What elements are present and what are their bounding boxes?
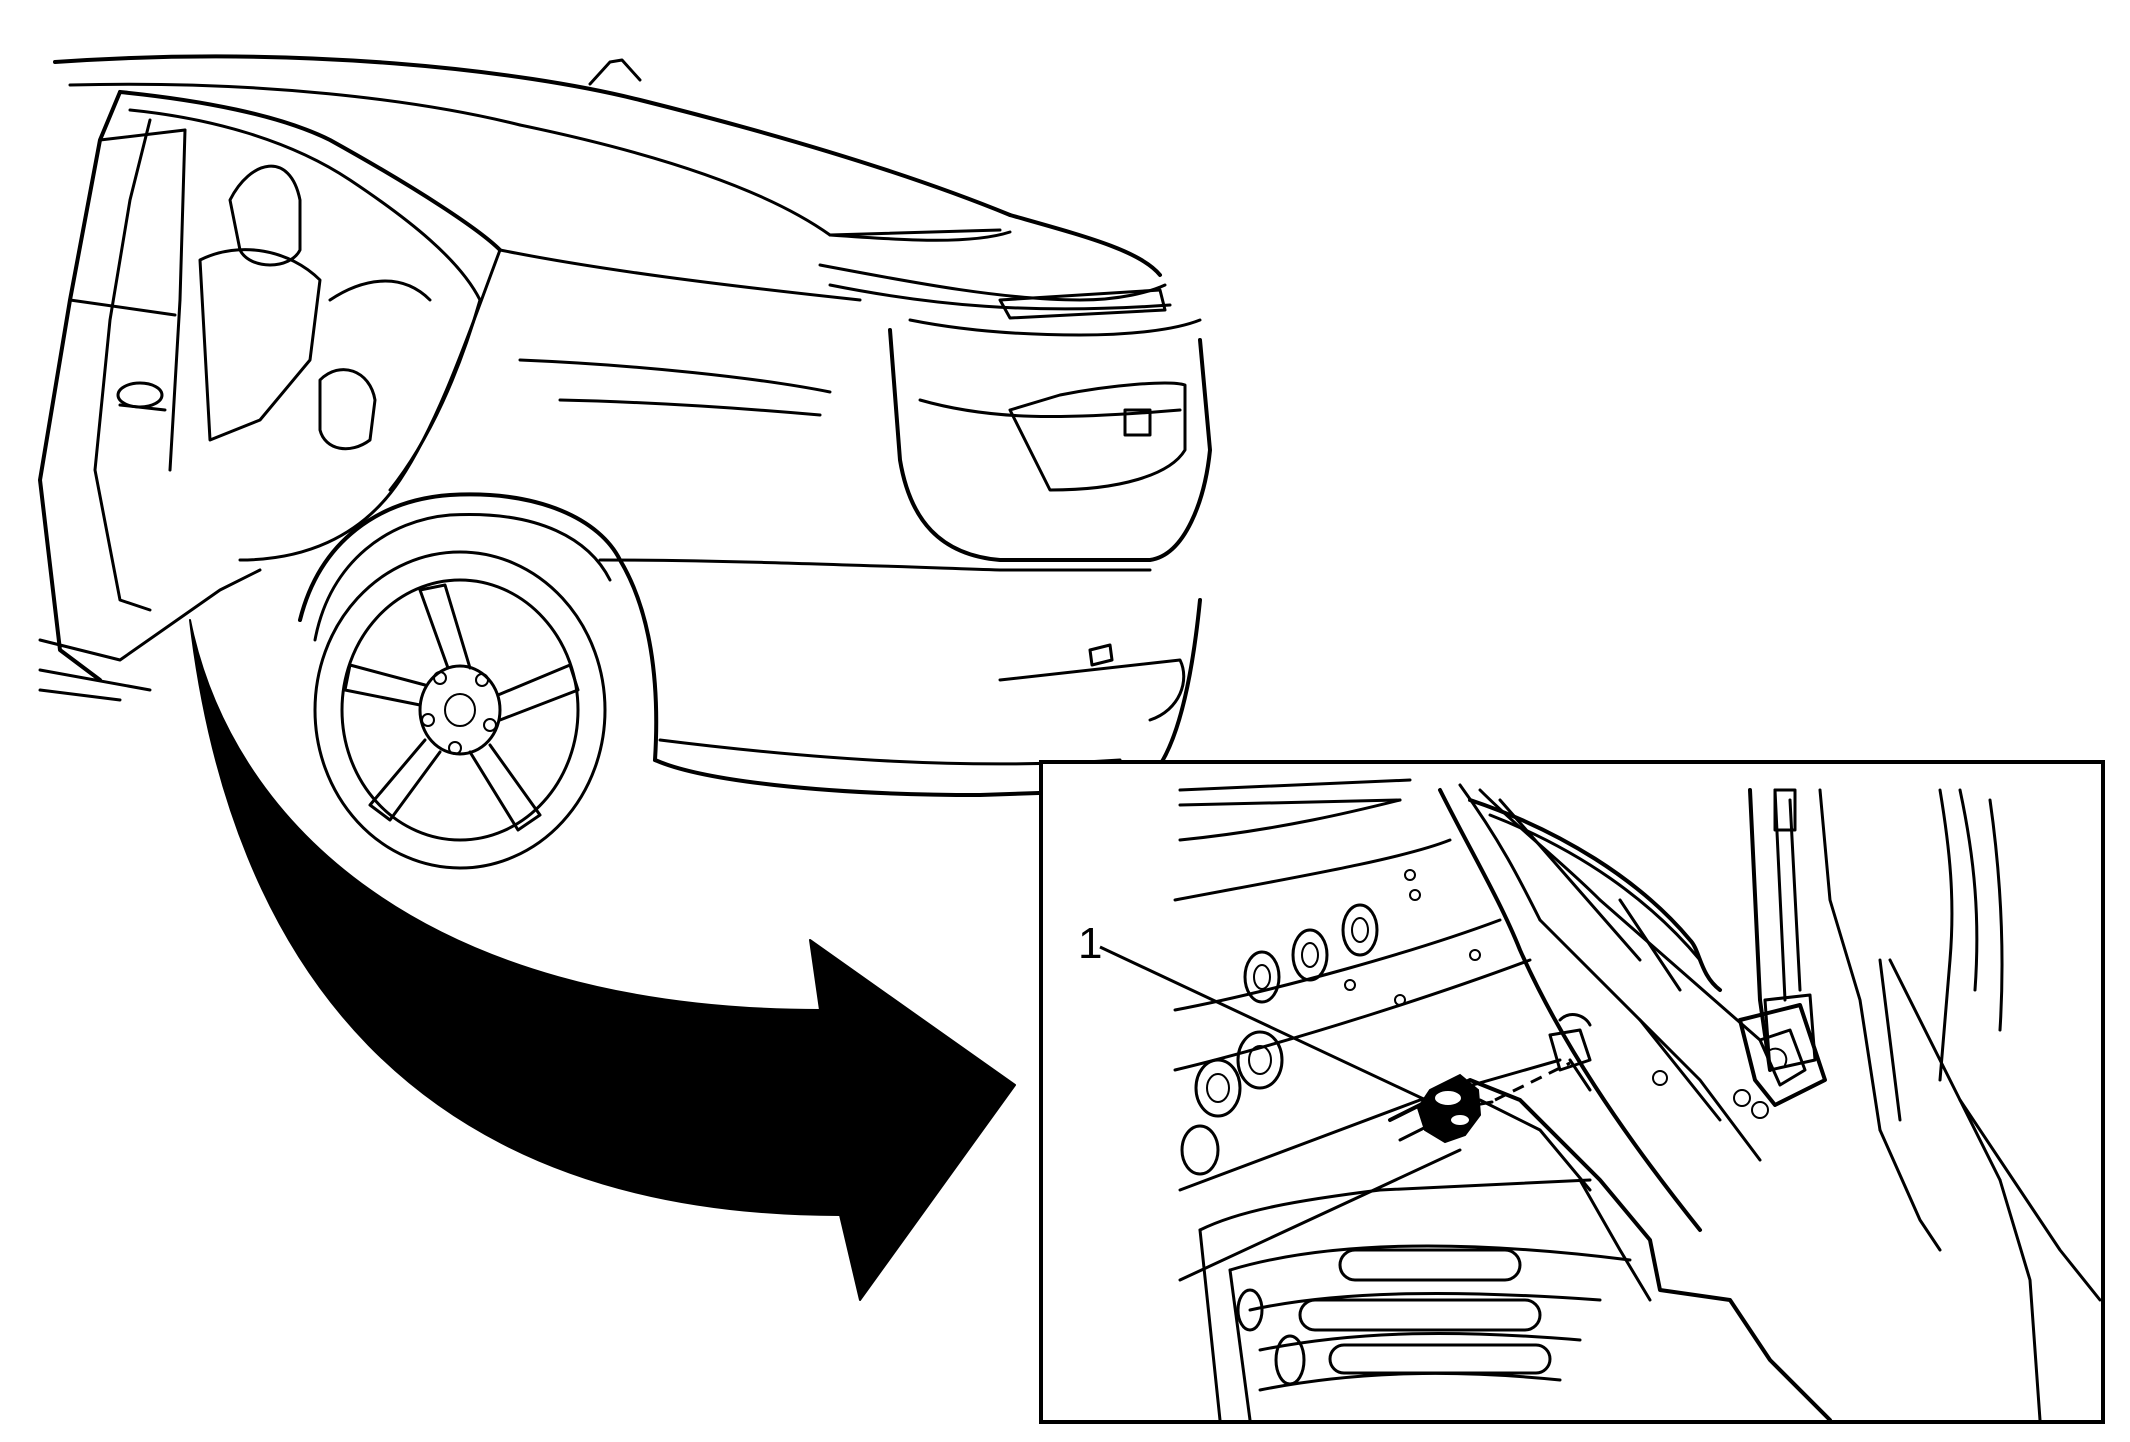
- callout-label-1: 1: [1078, 919, 1102, 968]
- vehicle-illustration: [38, 54, 1212, 870]
- detail-inset: 1: [1039, 760, 2105, 1424]
- install-path-line: [1494, 1061, 1571, 1102]
- callout-leader-line: [1099, 945, 1431, 1104]
- inset-frame: [1039, 760, 2105, 1424]
- push-pin-retainer: [1416, 1073, 1494, 1144]
- zoom-arrow: [189, 619, 1016, 1301]
